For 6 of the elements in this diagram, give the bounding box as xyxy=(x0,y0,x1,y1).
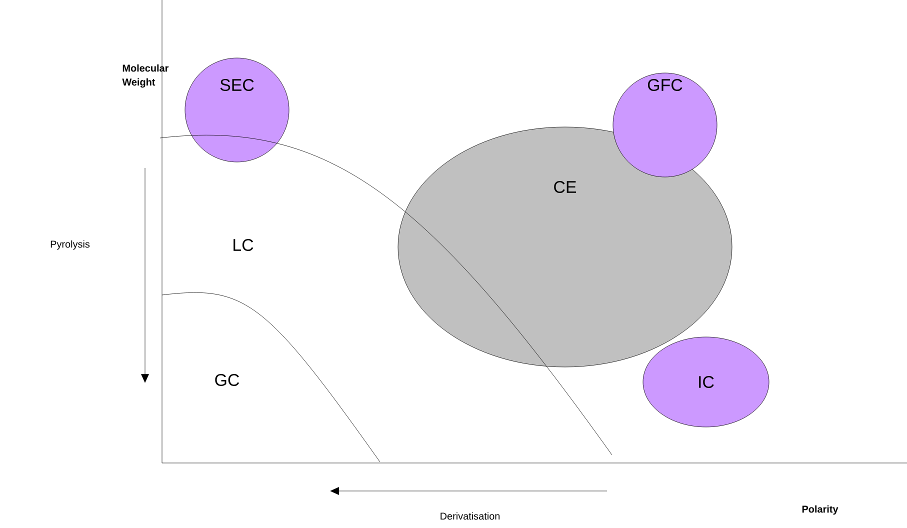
axis-label: LC xyxy=(234,239,254,251)
axis-label: GC xyxy=(215,374,240,386)
axis-label: Polarity xyxy=(802,505,838,515)
axis-label: Pyrolysis xyxy=(50,240,90,250)
axis-label: Molecular Weight xyxy=(122,64,169,88)
axis-label: Derivatisation xyxy=(440,512,500,520)
